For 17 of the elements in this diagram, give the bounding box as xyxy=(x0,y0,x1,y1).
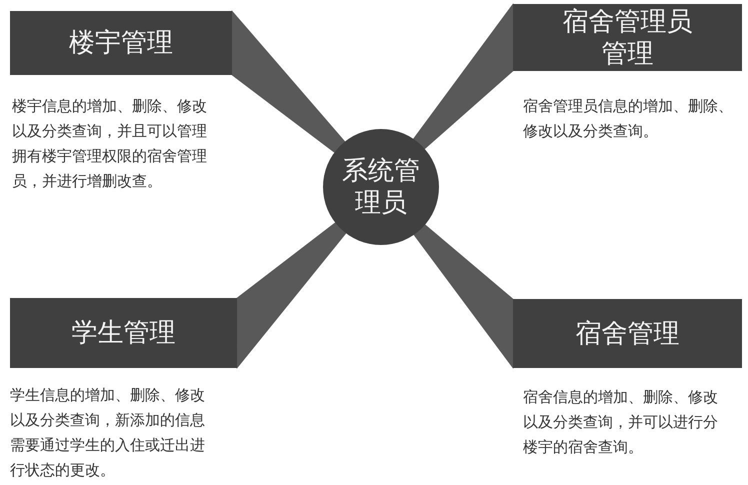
wedge-connector xyxy=(232,10,346,153)
module-title: 宿舍管理 xyxy=(576,318,680,350)
module-description: 楼宇信息的增加、删除、修改以及分类查询，并且可以管理拥有楼宇管理权限的宿舍管理员，并进行增删改查。 xyxy=(12,96,208,192)
wedge-connector xyxy=(236,222,346,369)
module-description: 学生信息的增加、删除、修改以及分类查询，新添加的信息需要通过学生的入住或迁出进行状态的更改。 xyxy=(10,385,206,481)
module-title: 学生管理 xyxy=(72,317,176,349)
module-description: 宿舍信息的增加、删除、修改以及分类查询，并可以进行分楼宇的宿舍查询。 xyxy=(523,387,719,458)
module-title: 宿舍管理员管理 xyxy=(562,6,694,70)
module-header-box xyxy=(10,11,232,75)
wedge-connector xyxy=(413,3,514,150)
module-header-box xyxy=(513,4,742,71)
wedge-connector xyxy=(414,224,514,369)
module-title: 楼宇管理 xyxy=(69,27,173,59)
module-description: 宿舍管理员信息的增加、删除、修改以及分类查询。 xyxy=(523,96,734,142)
module-header-box xyxy=(513,299,742,368)
hub-title: 系统管理员 xyxy=(341,155,421,219)
module-header-box xyxy=(10,298,237,368)
